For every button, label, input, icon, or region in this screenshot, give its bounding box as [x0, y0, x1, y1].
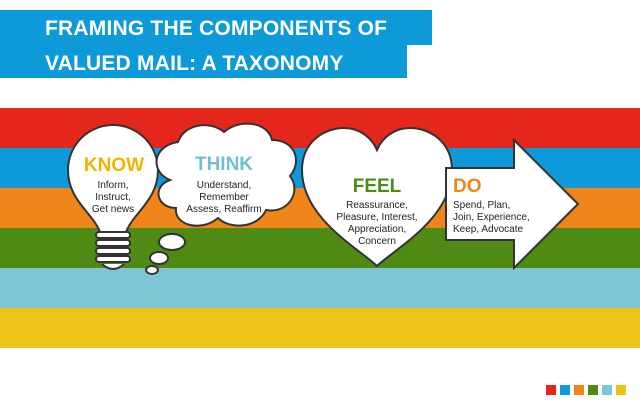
- lightbulb-icon: [66, 124, 160, 270]
- title-line-2: VALUED MAIL: A TAXONOMY: [45, 52, 344, 75]
- stage-do-line-2: Join, Experience,: [453, 212, 530, 223]
- stripe-yellow: [0, 308, 640, 348]
- stage-feel-line-3: Appreciation,: [348, 224, 406, 235]
- stage-know-line-2: Instruct,: [95, 192, 131, 203]
- stage-feel-heading: FEEL: [353, 176, 402, 197]
- title-line-1: FRAMING THE COMPONENTS OF: [45, 17, 388, 40]
- stage-think-line-1: Understand,: [197, 180, 251, 191]
- stage-know-line-1: Inform,: [97, 180, 128, 191]
- stage-know-line-3: Get news: [92, 204, 134, 215]
- stage-think-line-3: Assess, Reaffirm: [186, 204, 261, 215]
- title-banner-top: [0, 10, 432, 45]
- legend-square-green: [588, 385, 598, 395]
- title-banner-bottom: [0, 45, 407, 78]
- title-banner: FRAMING THE COMPONENTS OF VALUED MAIL: A…: [0, 10, 432, 78]
- stage-feel-line-1: Reassurance,: [346, 200, 408, 211]
- stage-feel-line-2: Pleasure, Interest,: [336, 212, 417, 223]
- stage-do-heading: DO: [453, 176, 482, 197]
- thought-cloud-icon: [145, 122, 297, 275]
- legend-square-orange: [574, 385, 584, 395]
- stage-think-line-2: Remember: [199, 192, 249, 203]
- stage-think-heading: THINK: [195, 154, 253, 175]
- legend-square-blue: [560, 385, 570, 395]
- stripe-lightblue: [0, 268, 640, 308]
- stage-do-line-1: Spend, Plan,: [453, 200, 510, 211]
- legend-square-lightblue: [602, 385, 612, 395]
- arrow-right-icon: [445, 137, 580, 271]
- stage-do-line-3: Keep, Advocate: [453, 224, 523, 235]
- stage-know-heading: KNOW: [84, 155, 144, 176]
- stage-feel-line-4: Concern: [358, 236, 396, 247]
- legend-square-yellow: [616, 385, 626, 395]
- legend-square-red: [546, 385, 556, 395]
